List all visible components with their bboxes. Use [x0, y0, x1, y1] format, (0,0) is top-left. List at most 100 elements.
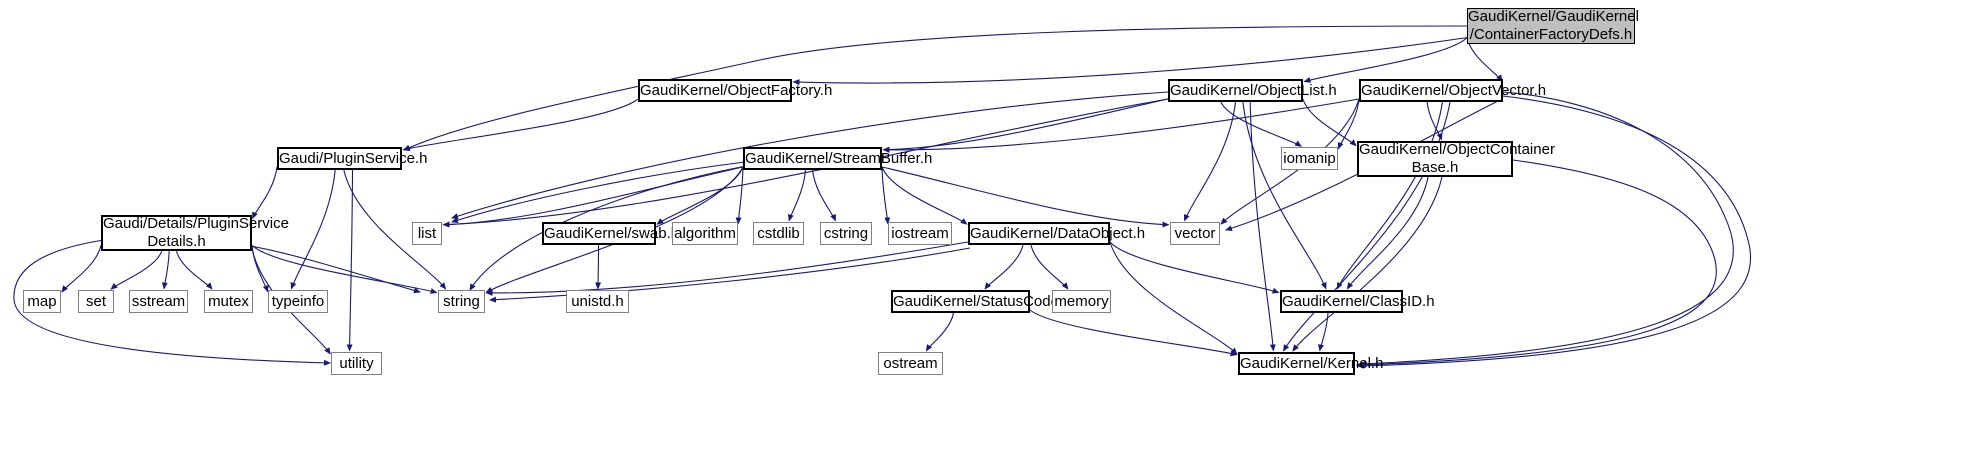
graph-node-label: GaudiKernel/StatusCode.h	[893, 292, 1072, 310]
graph-edge-streambuffer-to-list	[442, 166, 744, 228]
graph-node-string[interactable]: string	[438, 290, 485, 313]
graph-node-classid[interactable]: GaudiKernel/ClassID.h	[1280, 290, 1435, 313]
graph-node-map[interactable]: map	[23, 290, 61, 313]
graph-edge-pluginservicedetails-to-map	[61, 245, 102, 293]
graph-node-typeinfo[interactable]: typeinfo	[268, 290, 328, 313]
graph-node-algorithm[interactable]: algorithm	[672, 222, 738, 245]
graph-edge-objectlist-arc-list	[451, 91, 1169, 220]
graph-edge-containerfactorydefs-to-objectfactory	[792, 37, 1468, 86]
graph-node-label: Gaudi/Details/PluginService Details.h	[103, 215, 289, 250]
graph-node-utility[interactable]: utility	[331, 352, 382, 375]
graph-edge-objectcontainerbase-wrap-kernel	[1356, 159, 1717, 368]
graph-edge-pluginservice-to-pluginservicedetails	[252, 166, 278, 220]
graph-node-label: GaudiKernel/ObjectVector.h	[1361, 81, 1547, 99]
graph-edge-streambuffer-to-dataobject	[881, 166, 968, 225]
graph-edge-statuscode-to-kernel	[1029, 309, 1238, 357]
graph-node-label: list	[417, 224, 437, 242]
graph-node-label: utility	[339, 354, 374, 372]
graph-node-vector[interactable]: vector	[1170, 222, 1220, 245]
graph-node-label: iomanip	[1283, 149, 1336, 167]
graph-edge-objectvector-to-iomanip	[1337, 98, 1360, 150]
graph-edge-dataobject-to-statuscode	[984, 244, 1024, 290]
graph-edge-objectlist-to-list	[442, 98, 1169, 228]
graph-edge-objectcontainerbase-to-classid	[1346, 176, 1429, 290]
graph-edge-streambuffer-to-cstdlib	[787, 169, 807, 222]
graph-node-swab[interactable]: GaudiKernel/swab.h	[542, 222, 680, 245]
graph-edge-streambuffer-arc-string	[469, 165, 747, 291]
graph-node-ostream[interactable]: ostream	[878, 352, 943, 375]
graph-node-memory[interactable]: memory	[1052, 290, 1111, 313]
graph-node-list[interactable]: list	[412, 222, 442, 245]
graph-node-cstring[interactable]: cstring	[820, 222, 872, 245]
graph-node-streambuffer[interactable]: GaudiKernel/StreamBuffer.h	[743, 147, 933, 170]
graph-edge-objectlist-to-kernel	[1249, 101, 1276, 352]
graph-node-label: GaudiKernel/ObjectList.h	[1170, 81, 1337, 99]
graph-edge-streambuffer-to-algorithm	[735, 166, 744, 225]
graph-edge-pluginservicedetails-to-sstream	[161, 250, 170, 290]
graph-node-label: GaudiKernel/ObjectFactory.h	[640, 81, 833, 99]
graph-node-label: algorithm	[674, 224, 736, 242]
graph-node-label: GaudiKernel/GaudiKernel /ContainerFactor…	[1468, 8, 1639, 43]
graph-edge-swab-to-unistd	[595, 244, 602, 290]
graph-node-label: vector	[1174, 224, 1216, 242]
graph-node-label: sstream	[131, 292, 186, 310]
graph-edge-root-left-sweep	[403, 25, 1468, 151]
graph-edge-pluginservicedetails-to-string	[251, 244, 438, 294]
graph-node-objectvector[interactable]: GaudiKernel/ObjectVector.h	[1359, 79, 1547, 102]
graph-node-objectcontainerbase[interactable]: GaudiKernel/ObjectContainer Base.h	[1357, 141, 1555, 177]
graph-node-label: string	[443, 292, 480, 310]
graph-edge-streambuffer-to-cstring	[811, 169, 836, 222]
graph-edge-objectvector-to-classid	[1336, 101, 1443, 290]
graph-node-label: GaudiKernel/swab.h	[544, 224, 680, 242]
graph-node-label: cstdlib	[757, 224, 800, 242]
graph-node-label: Gaudi/PluginService.h	[279, 149, 428, 167]
graph-edge-objectvector-wrap-kernel	[1359, 91, 1734, 367]
graph-node-mutex[interactable]: mutex	[204, 290, 253, 313]
graph-node-iomanip[interactable]: iomanip	[1281, 147, 1338, 170]
graph-node-label: GaudiKernel/DataObject.h	[970, 224, 1146, 242]
graph-edge-dataobject-to-classid	[1109, 241, 1280, 294]
graph-node-pluginservice[interactable]: Gaudi/PluginService.h	[277, 147, 428, 170]
graph-edge-objectcontainerbase-to-kernel	[1292, 176, 1443, 352]
graph-edge-containerfactorydefs-to-objectvector	[1466, 37, 1503, 82]
graph-edge-pluginservicedetails-to-mutex	[175, 250, 213, 290]
graph-node-statuscode[interactable]: GaudiKernel/StatusCode.h	[891, 290, 1072, 313]
graph-edge-pluginservice-to-typeinfo	[290, 169, 336, 290]
graph-node-label: GaudiKernel/StreamBuffer.h	[745, 149, 933, 167]
graph-edge-objectlist-to-iomanip	[1220, 101, 1303, 147]
graph-node-label: typeinfo	[271, 292, 325, 310]
graph-edge-objectlist-to-streambuffer	[882, 98, 1169, 153]
graph-node-iostream[interactable]: iostream	[888, 222, 952, 245]
graph-node-label: GaudiKernel/ClassID.h	[1282, 292, 1435, 310]
graph-node-dataobject[interactable]: GaudiKernel/DataObject.h	[968, 222, 1146, 245]
graph-node-cstdlib[interactable]: cstdlib	[753, 222, 804, 245]
graph-node-label: map	[27, 292, 57, 310]
graph-node-label: memory	[1054, 292, 1109, 310]
graph-node-set[interactable]: set	[78, 290, 114, 313]
graph-node-objectfactory[interactable]: GaudiKernel/ObjectFactory.h	[638, 79, 833, 102]
graph-edge-statuscode-to-ostream	[925, 312, 955, 352]
graph-edge-streambuffer-to-iostream	[881, 166, 891, 225]
graph-edge-objectlist-to-objectcontainerbase	[1302, 98, 1357, 147]
graph-node-kernel[interactable]: GaudiKernel/Kernel.h	[1238, 352, 1384, 375]
graph-node-unistd[interactable]: unistd.h	[566, 290, 629, 313]
graph-node-pluginservicedetails[interactable]: Gaudi/Details/PluginService Details.h	[101, 215, 289, 251]
graph-edge-dataobject-arc-string	[489, 247, 971, 303]
graph-edge-objectvector-to-streambuffer	[882, 98, 1360, 153]
graph-edge-objectvector-wrap-kernel-2	[1357, 95, 1752, 369]
graph-node-objectlist[interactable]: GaudiKernel/ObjectList.h	[1168, 79, 1337, 102]
graph-edge-objectlist-to-classid	[1242, 101, 1327, 290]
graph-node-label: ostream	[883, 354, 938, 372]
graph-edge-containerfactorydefs-to-objectlist	[1303, 37, 1468, 83]
graph-node-label: set	[85, 292, 106, 310]
graph-node-label: GaudiKernel/Kernel.h	[1240, 354, 1384, 372]
graph-node-containerfactorydefs[interactable]: GaudiKernel/GaudiKernel /ContainerFactor…	[1467, 8, 1639, 44]
graph-edge-streambuffer-to-vector	[881, 166, 1170, 228]
graph-node-sstream[interactable]: sstream	[129, 290, 188, 313]
graph-node-label: mutex	[208, 292, 249, 310]
graph-node-label: unistd.h	[571, 292, 624, 310]
graph-edge-streambuffer-arc-list	[451, 161, 746, 224]
graph-edge-pluginservicedetails-to-set	[110, 250, 163, 290]
